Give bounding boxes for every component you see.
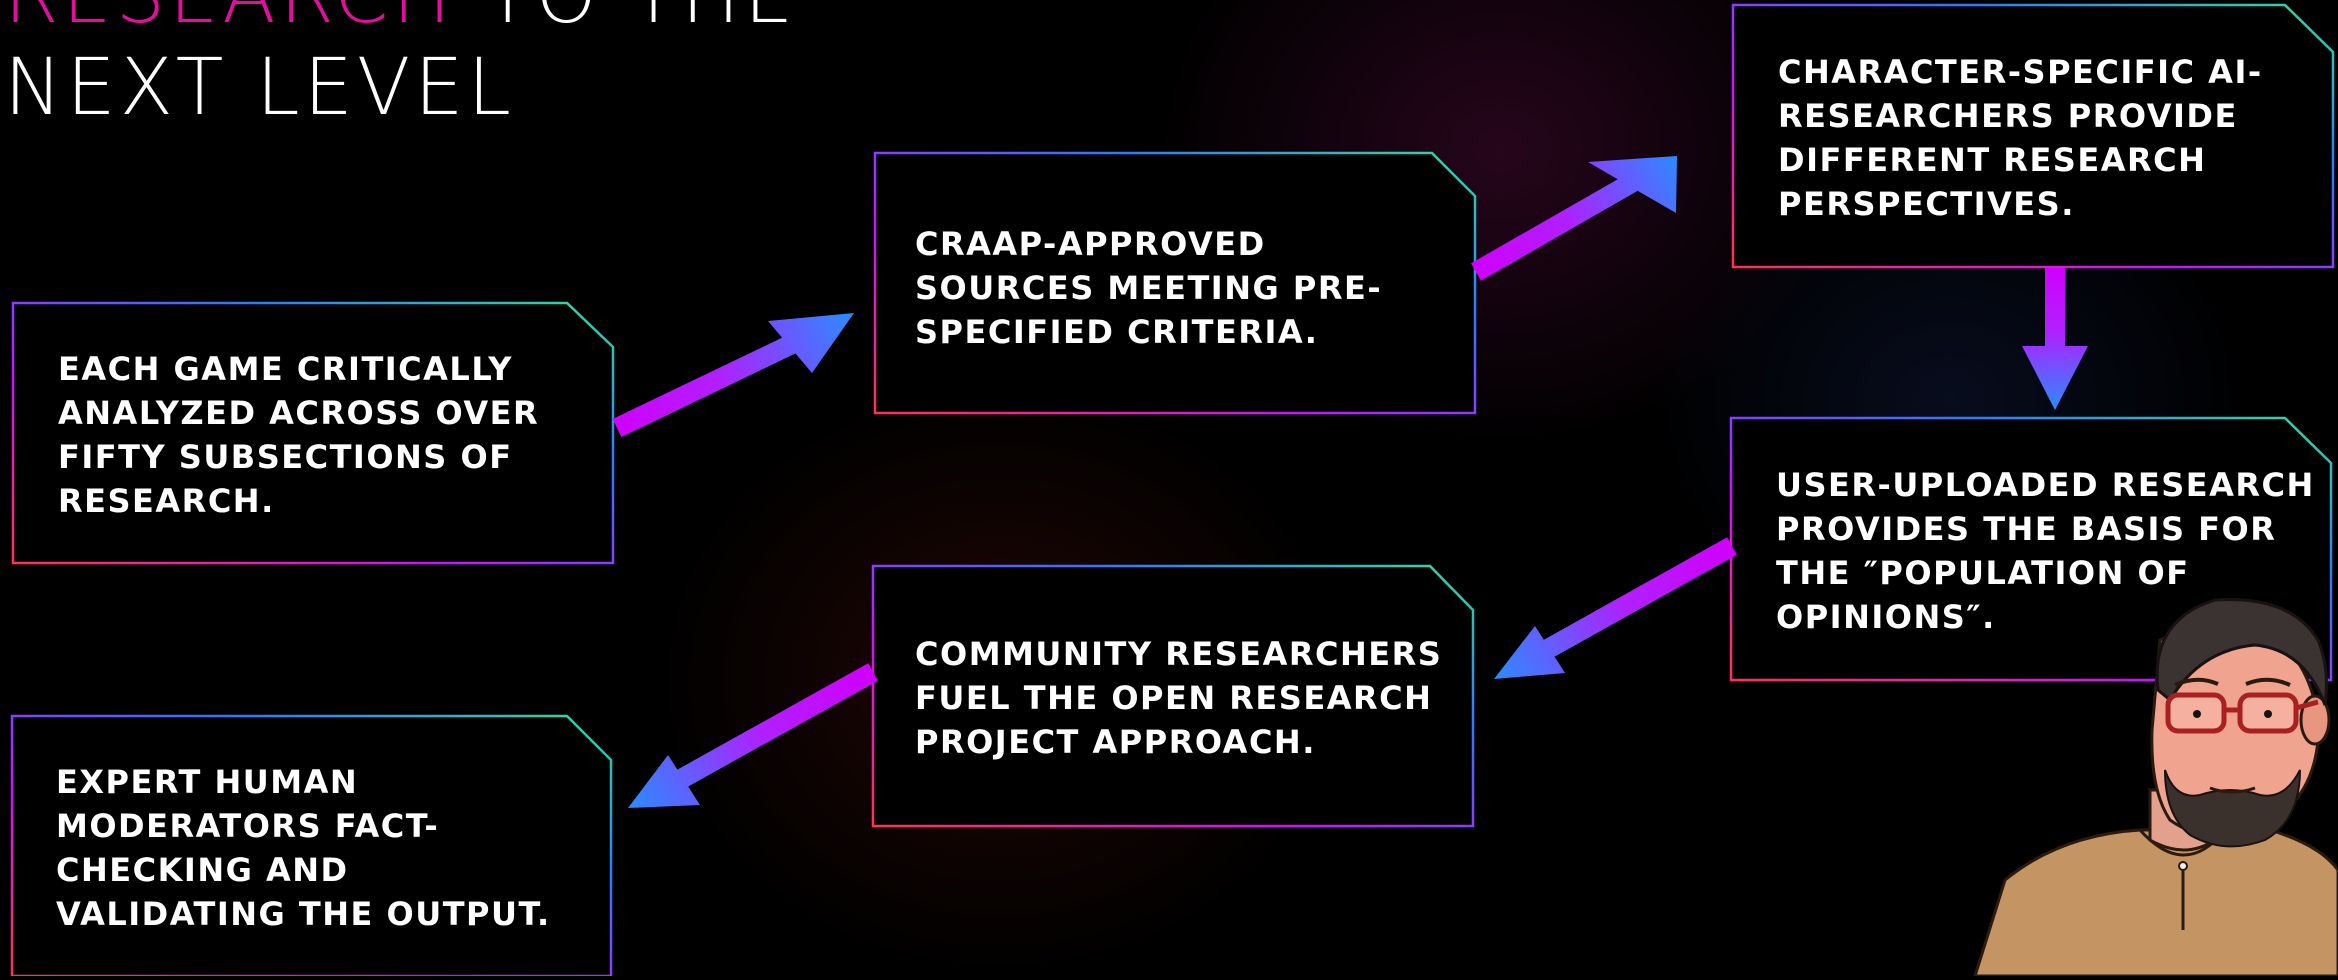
box-human-moderators bbox=[10, 714, 613, 976]
title-line-1: RESEARCH TO THE bbox=[4, 0, 797, 42]
arrow-left-icon bbox=[1494, 537, 1737, 679]
page-title: RESEARCH TO THE NEXT LEVEL bbox=[4, 0, 797, 134]
box-ai-researchers-text: CHARACTER-SPECIFIC AI-RESEARCHERS PROVID… bbox=[1778, 53, 2263, 223]
box-community-researchers-text: COMMUNITY RESEARCHERS FUEL THE OPEN RESE… bbox=[915, 635, 1443, 761]
box-craap-sources-text: CRAAP-APPROVED SOURCES MEETING PRE-SPECI… bbox=[915, 225, 1383, 351]
title-line-1-rest: TO THE bbox=[455, 0, 797, 41]
title-accent: RESEARCH bbox=[4, 0, 455, 41]
box-human-moderators-text: EXPERT HUMAN MODERATORS FACT-CHECKING AN… bbox=[56, 763, 551, 933]
box-game-analysis-text: EACH GAME CRITICALLY ANALYZED ACROSS OVE… bbox=[58, 350, 540, 520]
box-community-researchers bbox=[871, 564, 1475, 828]
arrow-right-icon bbox=[1471, 156, 1677, 281]
arrow-right-icon bbox=[612, 313, 854, 438]
box-ai-researchers bbox=[1731, 3, 2335, 269]
box-craap-sources bbox=[873, 151, 1477, 415]
box-user-uploaded-text: USER-UPLOADED RESEARCH PROVIDES THE BASI… bbox=[1776, 466, 2315, 636]
avatar bbox=[1973, 598, 2338, 976]
box-game-analysis bbox=[11, 301, 615, 565]
title-line-2: NEXT LEVEL bbox=[4, 43, 515, 133]
arrow-down-icon bbox=[2022, 268, 2088, 410]
arrow-left-icon bbox=[628, 663, 878, 808]
box-user-uploaded bbox=[1729, 416, 2333, 682]
